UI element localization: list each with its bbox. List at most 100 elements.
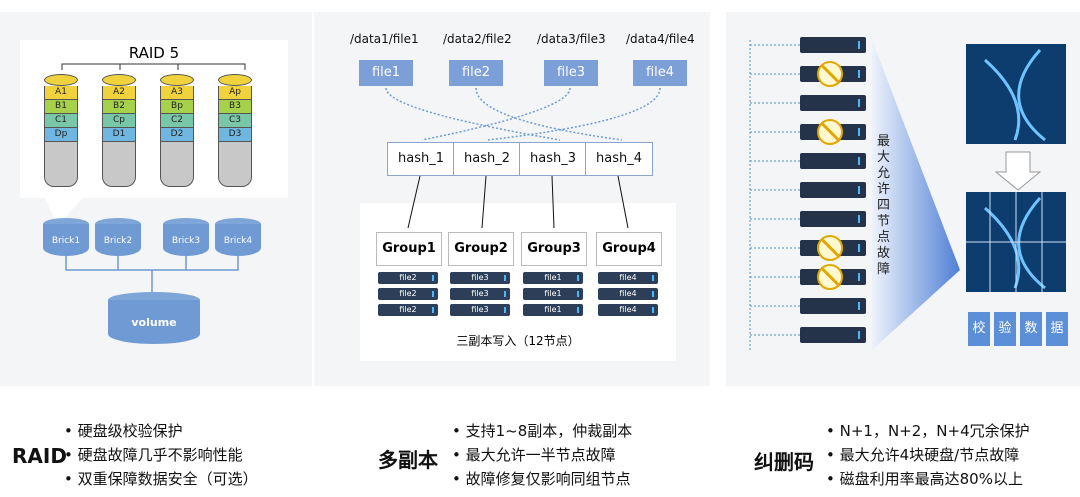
raid-bullet: 硬盘级校验保护 <box>64 420 183 441</box>
brick: Brick3 <box>163 218 209 260</box>
check-char: 数 <box>1020 312 1042 346</box>
ec-bullet: 最大允许4块硬盘/节点故障 <box>826 444 1020 465</box>
file-box: file4 <box>633 60 687 86</box>
disk-cap <box>44 74 78 86</box>
replica-chip: file2 <box>378 272 438 284</box>
hash-cell: hash_3 <box>519 142 587 176</box>
disk-block: Dp <box>44 128 78 142</box>
disk-block: D2 <box>160 128 194 142</box>
file-path: /data2/file2 <box>443 32 512 46</box>
raid-bullet: 硬盘故障几乎不影响性能 <box>64 444 243 465</box>
replica-bullet: 支持1~8副本，仲裁副本 <box>452 420 633 441</box>
storage-node <box>800 298 866 314</box>
replica-bullet: 故障修复仅影响同组节点 <box>452 468 631 489</box>
replica-label: 多副本 <box>378 448 438 472</box>
storage-node <box>800 95 866 111</box>
hash-cell: hash_4 <box>585 142 653 176</box>
storage-node <box>800 182 866 198</box>
ec-bullet: N+1，N+2，N+4冗余保护 <box>826 420 1030 441</box>
replica-chip: file1 <box>523 272 583 284</box>
storage-node <box>800 153 866 169</box>
storage-node <box>800 211 866 227</box>
file-path: /data3/file3 <box>537 32 606 46</box>
file-path: /data4/file4 <box>626 32 695 46</box>
group-box: Group4 <box>596 232 662 266</box>
disk-block: A1 <box>44 86 78 100</box>
replica-caption: 三副本写入（12节点） <box>456 334 580 348</box>
brick-label: Brick1 <box>43 224 89 256</box>
brick-connectors <box>65 256 239 294</box>
replica-chip: file2 <box>378 304 438 316</box>
storage-node <box>800 327 866 343</box>
group-box: Group2 <box>448 232 514 266</box>
disk-block: Cp <box>102 114 136 128</box>
disk-block: Bp <box>160 100 194 114</box>
disk-block: D3 <box>218 128 252 142</box>
check-char: 据 <box>1046 312 1068 346</box>
failed-node-icon <box>817 119 843 145</box>
raid-label: RAID <box>12 444 67 468</box>
replica-chip: file1 <box>523 288 583 300</box>
brick: Brick2 <box>95 218 141 260</box>
check-char: 验 <box>994 312 1016 346</box>
disk-block: C3 <box>218 114 252 128</box>
failed-node-icon <box>817 264 843 290</box>
storage-node <box>800 37 866 53</box>
disk-block: D1 <box>102 128 136 142</box>
file-box: file2 <box>449 60 503 86</box>
disk-block: Ap <box>218 86 252 100</box>
brick-label: Brick4 <box>215 224 261 256</box>
file-box: file3 <box>544 60 598 86</box>
disk-body <box>44 142 78 187</box>
disk-block: A3 <box>160 86 194 100</box>
disk-block: C1 <box>44 114 78 128</box>
failed-node-icon <box>817 235 843 261</box>
brick: Brick4 <box>215 218 261 260</box>
file-path: /data1/file1 <box>350 32 419 46</box>
raid5-title: RAID 5 <box>128 44 180 62</box>
file-box: file1 <box>359 60 413 86</box>
ec-bullet: 磁盘利用率最高达80%以上 <box>826 468 1023 489</box>
replica-chip: file4 <box>598 304 658 316</box>
ec-vertical-label: 最大允许四节点故障 <box>877 134 891 277</box>
group-box: Group3 <box>521 232 587 266</box>
disk-body <box>102 142 136 187</box>
raid-bullet: 双重保障数据安全（可选） <box>64 468 258 489</box>
volume-cylinder: volume <box>108 292 200 348</box>
callout-pointer <box>44 196 84 226</box>
brick-label: Brick2 <box>95 224 141 256</box>
replica-chip: file3 <box>450 272 510 284</box>
replica-chip: file1 <box>523 304 583 316</box>
check-char: 校 <box>968 312 990 346</box>
brick: Brick1 <box>43 218 89 260</box>
disk-block: C2 <box>160 114 194 128</box>
disk-block: A2 <box>102 86 136 100</box>
replica-chip: file2 <box>378 288 438 300</box>
brick-label: Brick3 <box>163 224 209 256</box>
raid-bracket <box>61 63 246 70</box>
disk-body <box>160 142 194 187</box>
disk-block: B2 <box>102 100 136 114</box>
disk-cap <box>102 74 136 86</box>
disk-body <box>218 142 252 187</box>
replica-chip: file3 <box>450 288 510 300</box>
ec-label: 纠删码 <box>754 450 814 474</box>
replica-chip: file3 <box>450 304 510 316</box>
disk-cap <box>160 74 194 86</box>
replica-chip: file4 <box>598 288 658 300</box>
replica-bullet: 最大允许一半节点故障 <box>452 444 616 465</box>
group-box: Group1 <box>376 232 442 266</box>
replica-chip: file4 <box>598 272 658 284</box>
disk-block: B1 <box>44 100 78 114</box>
failed-node-icon <box>817 61 843 87</box>
disk-cap <box>218 74 252 86</box>
disk-block: B3 <box>218 100 252 114</box>
